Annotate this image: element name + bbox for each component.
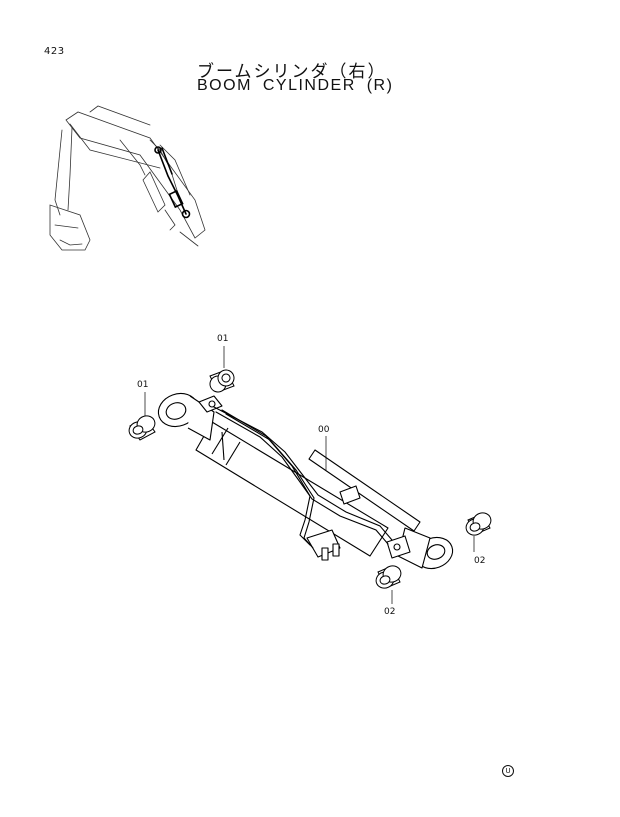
bushing-01-lower xyxy=(128,415,156,441)
callout-leader-lines xyxy=(144,346,475,604)
bushing-02-lower xyxy=(375,565,402,589)
hydraulic-pipes xyxy=(213,406,393,549)
callout-01-upper: 01 xyxy=(217,334,229,344)
bushing-02-right xyxy=(465,512,492,536)
callout-02-lower: 02 xyxy=(384,607,396,617)
callout-01-lower: 01 xyxy=(137,380,149,390)
highlighted-boom-cylinder-thumbnail xyxy=(154,146,191,219)
callout-00: 00 xyxy=(318,425,330,435)
boom-cylinder-assembly xyxy=(157,392,454,570)
page-title-japanese: ブームシリンダ（右） xyxy=(197,62,387,82)
callout-02-right: 02 xyxy=(474,556,486,566)
page-title-english: BOOM CYLINDER (R) xyxy=(197,77,394,94)
maker-mark-icon: U xyxy=(502,765,514,777)
bushing-01-upper xyxy=(209,369,235,393)
page-number: 423 xyxy=(44,46,65,57)
excavator-overview-illustration xyxy=(49,105,206,251)
